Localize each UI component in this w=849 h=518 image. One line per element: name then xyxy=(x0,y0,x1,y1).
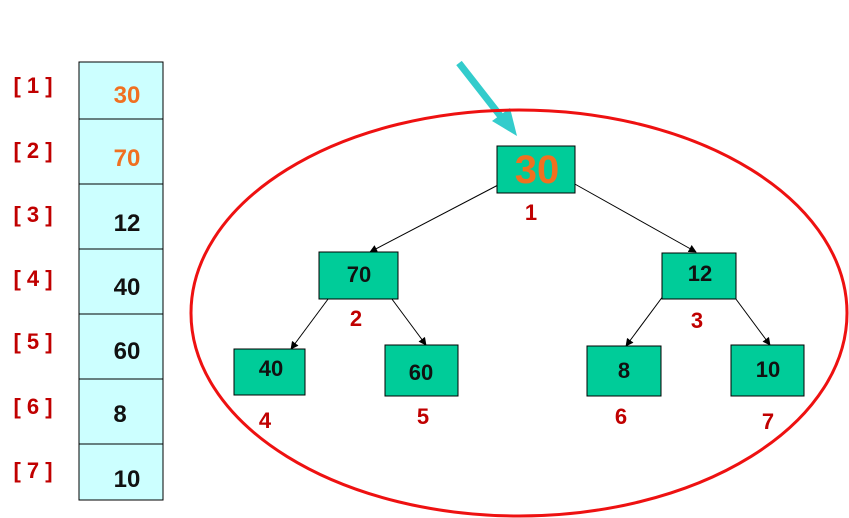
array-cell-6 xyxy=(78,378,164,445)
edge-1-3 xyxy=(572,182,697,253)
array-index-label-7: [ 7 ] xyxy=(13,458,52,483)
tree-node-index-5: 5 xyxy=(417,404,429,429)
tree-node-1: 30 1 xyxy=(496,145,576,225)
array-value-4: 40 xyxy=(114,274,141,301)
tree-node-box-4 xyxy=(233,348,306,396)
tree-nodes: 30 1 70 2 12 3 40 4 60 5 8 6 xyxy=(233,145,805,434)
tree-node-value-5: 60 xyxy=(409,360,433,385)
tree-enclosure-ellipse xyxy=(189,108,849,518)
tree-node-box-5 xyxy=(384,344,459,397)
tree-node-box-7 xyxy=(730,344,805,397)
array-index-label-5: [ 5 ] xyxy=(13,329,52,354)
array-cell-7 xyxy=(78,443,164,501)
tree-node-7: 10 7 xyxy=(730,344,805,434)
tree-node-4: 40 4 xyxy=(233,348,306,433)
array-value-1: 30 xyxy=(114,82,141,109)
tree-node-index-1: 1 xyxy=(525,200,537,225)
tree-node-value-4: 40 xyxy=(259,356,283,381)
array-index-label-4: [ 4 ] xyxy=(13,266,52,291)
tree-node-value-3: 12 xyxy=(688,261,712,286)
tree-node-index-6: 6 xyxy=(615,404,627,429)
array-index-label-1: [ 1 ] xyxy=(13,73,52,98)
tree-node-box-3 xyxy=(661,252,737,300)
array-index-label-3: [ 3 ] xyxy=(13,202,52,227)
tree-node-value-1: 30 xyxy=(515,148,560,192)
array-cell-1 xyxy=(78,61,164,120)
array-value-2: 70 xyxy=(114,145,141,172)
tree-node-index-4: 4 xyxy=(259,408,272,433)
array-value-6: 8 xyxy=(113,401,126,428)
array-index-label-6: [ 6 ] xyxy=(13,394,52,419)
tree-node-6: 8 6 xyxy=(586,345,662,429)
array-cell-5 xyxy=(78,313,164,380)
pointer-arrow-icon xyxy=(456,60,517,136)
tree-node-box-2 xyxy=(318,251,399,300)
array-cell-3 xyxy=(78,183,164,250)
array-cell-2 xyxy=(78,118,164,185)
array-index-labels: [ 1 ] [ 2 ] [ 3 ] [ 4 ] [ 5 ] [ 6 ] [ 7 … xyxy=(13,73,52,483)
array-value-7: 10 xyxy=(114,466,141,493)
tree-node-index-7: 7 xyxy=(762,409,774,434)
array-table: 30 70 12 40 60 8 10 xyxy=(78,61,164,501)
tree-node-2: 70 2 xyxy=(318,251,399,331)
tree-node-index-3: 3 xyxy=(691,308,703,333)
tree-node-3: 12 3 xyxy=(661,252,737,333)
tree-node-5: 60 5 xyxy=(384,344,459,429)
array-value-5: 60 xyxy=(114,338,141,365)
tree-node-index-2: 2 xyxy=(350,306,362,331)
array-cell-4 xyxy=(78,248,164,315)
tree-node-value-6: 8 xyxy=(618,358,630,383)
tree-node-box-1 xyxy=(496,145,576,194)
tree-node-box-6 xyxy=(586,345,662,397)
array-index-label-2: [ 2 ] xyxy=(13,138,52,163)
tree-node-value-7: 10 xyxy=(756,357,780,382)
array-value-3: 12 xyxy=(114,210,141,237)
tree-node-value-2: 70 xyxy=(347,262,371,287)
edge-1-2 xyxy=(369,183,501,253)
